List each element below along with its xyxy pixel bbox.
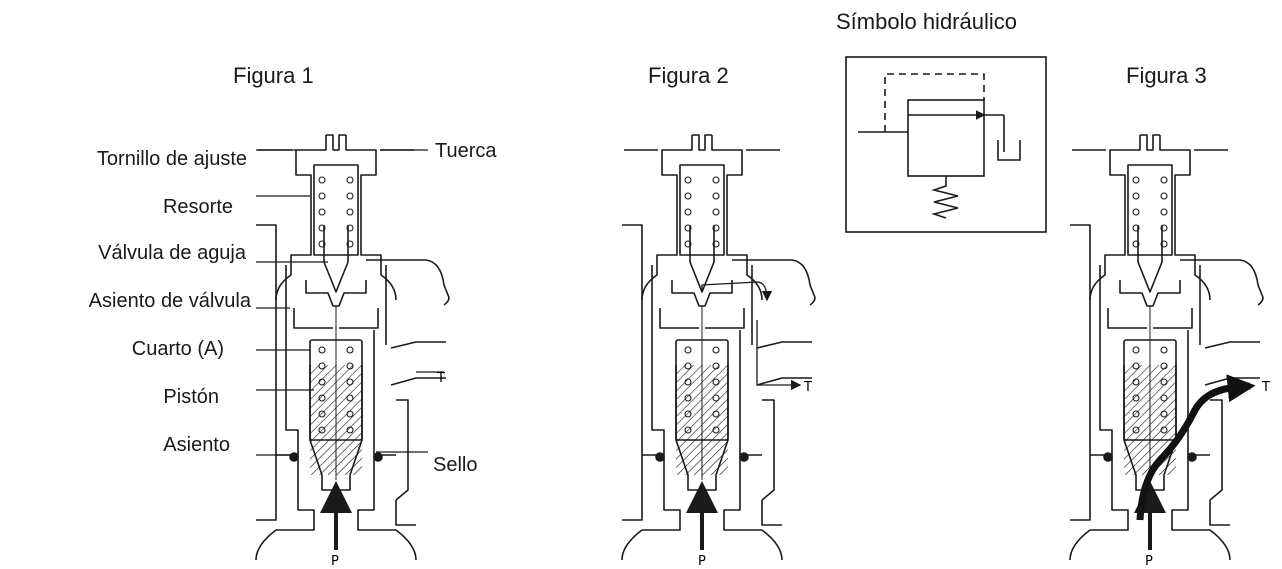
label-needle-valve: Válvula de aguja <box>98 242 246 264</box>
figure-2-outlet-label: T <box>803 380 812 395</box>
figure-1-title: Figura 1 <box>233 63 314 88</box>
label-valve-seat: Asiento de válvula <box>88 290 251 312</box>
figure-1-leader-lines <box>256 149 428 456</box>
hydraulic-symbol <box>845 56 1047 233</box>
figure-2-valve <box>621 134 816 561</box>
figure-2-inlet-label: P <box>698 554 706 569</box>
figure-3-inlet-label: P <box>1145 554 1153 569</box>
label-nut: Tuerca <box>435 140 497 162</box>
label-seal: Sello <box>433 454 478 476</box>
label-adjusting-screw: Tornillo de ajuste <box>96 148 247 170</box>
label-piston: Pistón <box>163 386 219 408</box>
label-seat: Asiento <box>163 434 230 456</box>
figure-2-title: Figura 2 <box>648 63 729 88</box>
label-chamber-a: Cuarto (A) <box>131 338 224 360</box>
figure-3-title: Figura 3 <box>1126 63 1207 88</box>
figure-1-inlet-label: P <box>331 554 339 569</box>
figure-3-outlet-label: T <box>1261 380 1270 395</box>
figure-1-outlet-label: T <box>436 371 445 386</box>
label-spring: Resorte <box>162 196 233 218</box>
symbol-title: Símbolo hidráulico <box>836 9 1017 34</box>
figure-3-valve <box>1069 134 1264 561</box>
figure-1-valve <box>255 134 450 561</box>
